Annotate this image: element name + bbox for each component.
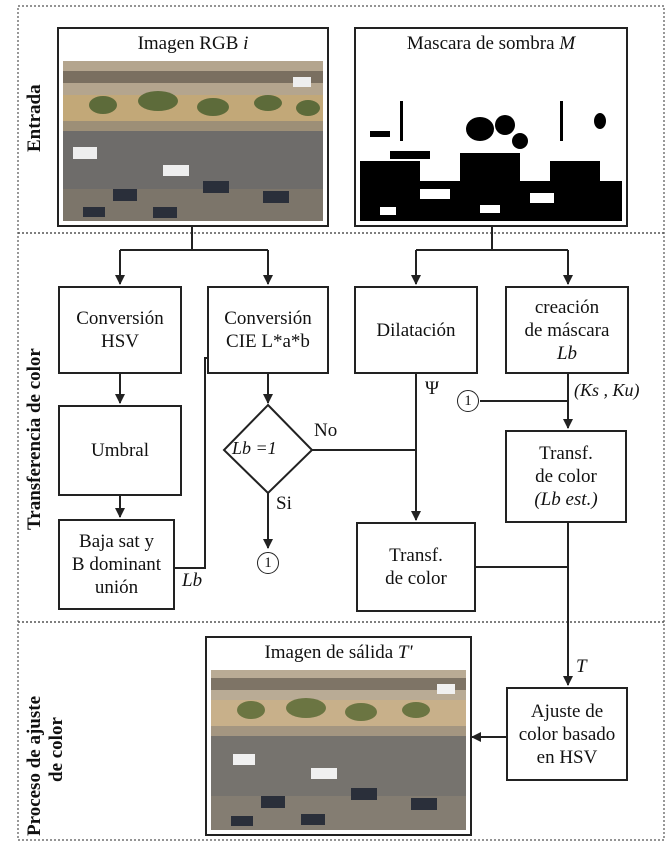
- hsv-line-2: HSV: [100, 331, 139, 352]
- rgb-title-text: Imagen RGB: [137, 33, 239, 54]
- cie-line-2: CIE L*a*b: [226, 331, 310, 352]
- transf-line-1: Transf.: [389, 545, 443, 566]
- rgb-image-title: Imagen RGB i: [59, 29, 327, 59]
- baja-line-3: unión: [94, 577, 139, 598]
- umbral-label: Umbral: [90, 440, 150, 461]
- mask-title-text: Mascara de sombra: [406, 33, 555, 54]
- transf-line-2: de color: [385, 568, 447, 589]
- ajuste-hsv-box: Ajuste de color basado en HSV: [506, 687, 628, 781]
- transf-est-line-1: Transf.: [539, 443, 593, 464]
- hsv-line-1: Conversión: [76, 308, 164, 329]
- shadow-mask-panel: Mascara de sombra M: [354, 27, 628, 227]
- output-image-panel: Imagen de sálida T': [205, 636, 472, 836]
- dilatacion-box: Dilatación: [354, 286, 478, 374]
- mask-creation-box: creación de máscara Lb: [505, 286, 629, 374]
- transf-est-symbol: (Lb est.): [534, 489, 598, 510]
- section-proceso-2: de color: [46, 717, 67, 782]
- label-t: T: [576, 656, 587, 677]
- label-psi: Ψ: [425, 378, 440, 399]
- rgb-image-panel: Imagen RGB i: [57, 27, 329, 227]
- rgb-symbol: i: [243, 33, 249, 54]
- transf-est-line-2: de color: [535, 466, 597, 487]
- rgb-aerial-image: [63, 61, 323, 221]
- creacion-line-2: de máscara: [524, 319, 610, 341]
- section-transferencia: Transferencia de color: [24, 348, 45, 530]
- transf-color-box: Transf. de color: [356, 522, 476, 612]
- baja-sat-box: Baja sat y B dominant unión: [58, 519, 175, 610]
- ajuste-line-3: en HSV: [536, 746, 598, 768]
- label-lb: Lb: [182, 570, 203, 591]
- connector-1-bottom: 1: [257, 552, 279, 574]
- output-image-title: Imagen de sálida T': [207, 638, 470, 668]
- shadow-mask-image: [360, 61, 622, 221]
- ajuste-line-2: color basado: [518, 723, 616, 745]
- label-ks-ku: (Ks , Ku): [574, 380, 640, 400]
- decision-label: Lb =1: [232, 438, 277, 458]
- output-symbol: T': [397, 642, 413, 663]
- hsv-conversion-box: Conversión HSV: [58, 286, 182, 374]
- cie-conversion-box: Conversión CIE L*a*b: [207, 286, 329, 374]
- umbral-box: Umbral: [58, 405, 182, 496]
- section-proceso-1: Proceso de ajuste: [24, 695, 45, 836]
- label-si: Si: [276, 493, 292, 514]
- dilatacion-label: Dilatación: [376, 319, 456, 341]
- connector-1-top: 1: [457, 390, 479, 412]
- baja-line-1: Baja sat y: [79, 531, 154, 552]
- cie-line-1: Conversión: [224, 308, 312, 329]
- mask-image-title: Mascara de sombra M: [356, 29, 626, 59]
- decision-diamond: [222, 403, 314, 495]
- output-title-text: Imagen de sálida: [264, 642, 394, 663]
- transf-color-est-box: Transf. de color (Lb est.): [505, 430, 627, 523]
- baja-line-2: B dominant: [71, 554, 162, 575]
- label-no: No: [314, 420, 338, 441]
- ajuste-line-1: Ajuste de: [530, 700, 604, 722]
- creacion-line-1: creación: [534, 296, 600, 318]
- section-entrada: Entrada: [24, 84, 45, 152]
- output-aerial-image: [211, 670, 466, 830]
- creacion-symbol: Lb: [556, 342, 578, 364]
- mask-symbol: M: [559, 33, 576, 54]
